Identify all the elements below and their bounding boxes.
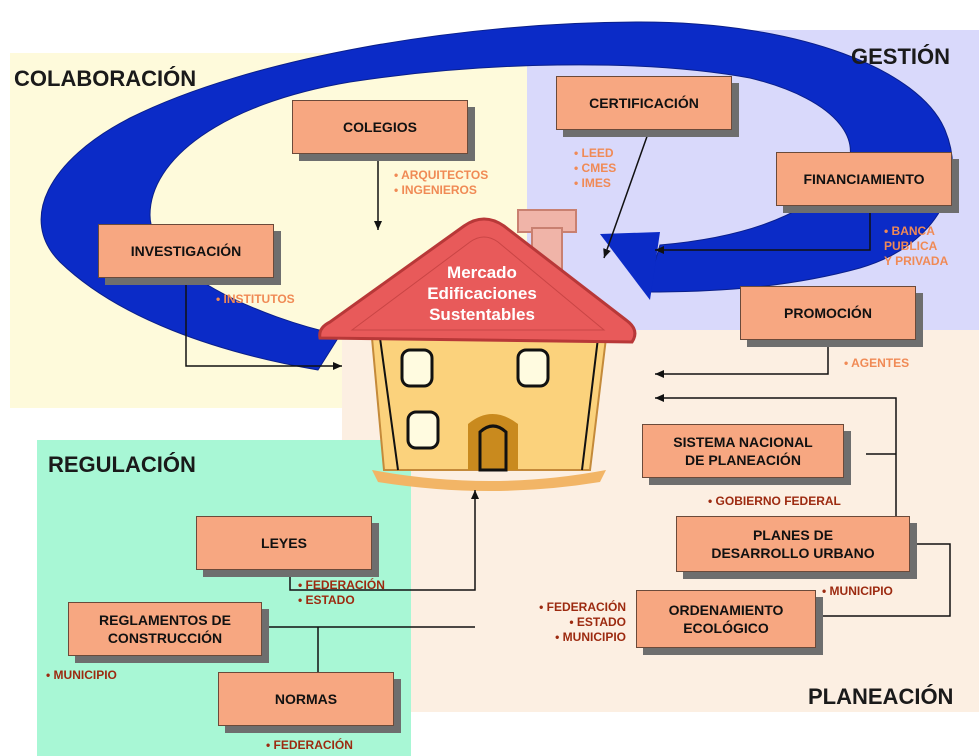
leyes-note: • FEDERACIÓN • ESTADO bbox=[298, 578, 385, 607]
investigacion-box: INVESTIGACIÓN bbox=[98, 224, 274, 278]
certificacion-note: • LEED • CMES • IMES bbox=[574, 146, 617, 190]
sistema-nacional-note: • GOBIERNO FEDERAL bbox=[708, 494, 841, 508]
swirl-arrow bbox=[40, 21, 953, 371]
reglamentos-note: • MUNICIPIO bbox=[46, 668, 117, 682]
promocion-box: PROMOCIÓN bbox=[740, 286, 916, 340]
leyes-box: LEYES bbox=[196, 516, 372, 570]
normas-box: NORMAS bbox=[218, 672, 394, 726]
house bbox=[318, 209, 637, 491]
planes-desarrollo-box: PLANES DE DESARROLLO URBANO bbox=[676, 516, 910, 572]
certificacion-box: CERTIFICACIÓN bbox=[556, 76, 732, 130]
colegios-box: COLEGIOS bbox=[292, 100, 468, 154]
promocion-note: • AGENTES bbox=[844, 356, 910, 370]
colegios-note: • ARQUITECTOS • INGENIEROS bbox=[394, 168, 489, 197]
ordenamiento-note: • FEDERACIÓN • ESTADO • MUNICIPIO bbox=[539, 600, 626, 644]
normas-note: • FEDERACIÓN bbox=[266, 738, 353, 752]
financiamiento-box: FINANCIAMIENTO bbox=[776, 152, 952, 206]
regulacion-title: REGULACIÓN bbox=[48, 452, 196, 477]
center-title: Mercado Edificaciones Sustentables bbox=[427, 263, 537, 324]
colaboracion-title: COLABORACIÓN bbox=[14, 66, 197, 91]
planes-desarrollo-note: • MUNICIPIO bbox=[822, 584, 893, 598]
ordenamiento-box: ORDENAMIENTO ECOLÓGICO bbox=[636, 590, 816, 648]
planeacion-title: PLANEACIÓN bbox=[808, 684, 954, 709]
financiamiento-note: • BANCA PUBLICA Y PRIVADA bbox=[884, 224, 949, 268]
sistema-nacional-box: SISTEMA NACIONAL DE PLANEACIÓN bbox=[642, 424, 844, 478]
gestion-title: GESTIÓN bbox=[851, 44, 951, 69]
reglamentos-box: REGLAMENTOS DE CONSTRUCCIÓN bbox=[68, 602, 262, 656]
investigacion-note: • INSTITUTOS bbox=[216, 292, 295, 306]
